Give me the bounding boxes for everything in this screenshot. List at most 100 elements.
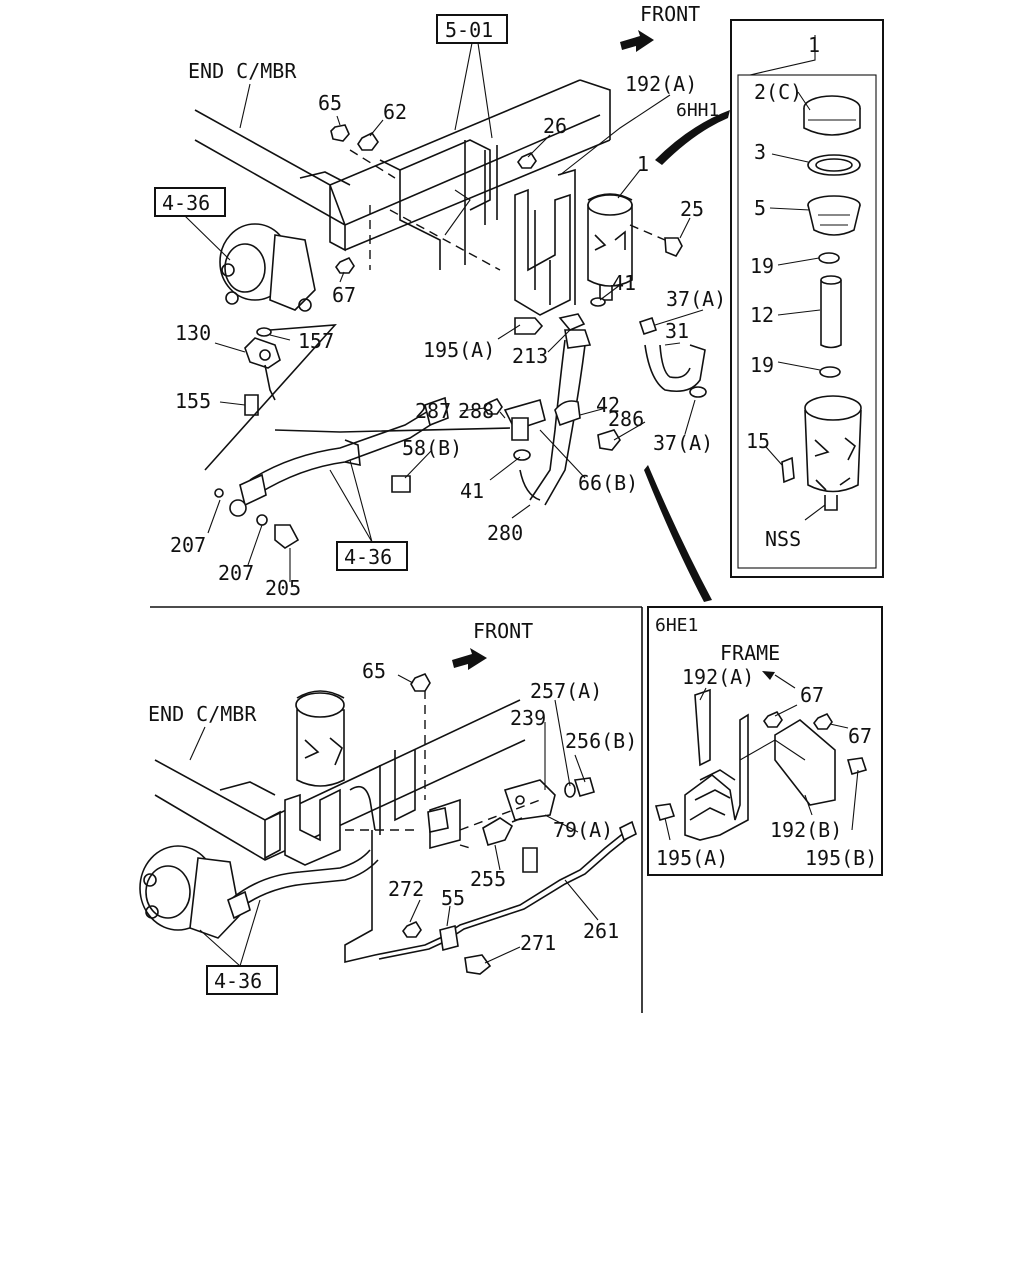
- return-hose-280: [529, 339, 586, 506]
- label-31: 31: [665, 319, 689, 343]
- label-155: 155: [175, 389, 211, 413]
- bottom-label-257a: 257(A): [530, 679, 602, 703]
- label-286: 286: [608, 407, 644, 431]
- end-member-label: END C/MBR: [188, 59, 297, 83]
- ref-box-4-36-upper-label: 4-36: [162, 191, 210, 215]
- flange-130: [244, 337, 281, 369]
- frame-member: [194, 79, 611, 252]
- clip-55: [439, 924, 459, 952]
- nut-256b-icon: [573, 777, 595, 797]
- detail-6hh1-panel: 6HH1 1 2(C) 3 5 19 12 19 15 NSS: [676, 19, 884, 578]
- bolt-205-icon: [274, 524, 300, 549]
- nut-272-icon: [402, 920, 422, 938]
- ref-box-4-36-upper[interactable]: [154, 187, 226, 217]
- front-label: FRONT: [640, 2, 700, 26]
- bottom-ref-box-4-36-label: 4-36: [214, 969, 262, 993]
- label-195a: 195(A): [423, 338, 495, 362]
- pressure-hose: [249, 409, 431, 481]
- bracket-192a: [514, 188, 571, 316]
- label-1: 1: [637, 152, 649, 176]
- nut-26-icon: [517, 151, 537, 169]
- label-26: 26: [543, 114, 567, 138]
- label-41-lower: 41: [460, 479, 484, 503]
- detail-label-5: 5: [754, 196, 766, 220]
- detail-label-19-lower: 19: [750, 353, 774, 377]
- front-arrow-icon: [620, 30, 654, 52]
- bracket-239: [503, 779, 556, 821]
- bottom-front-arrow-icon: [452, 648, 487, 670]
- detail-callout-arc-upper: [655, 110, 730, 165]
- label-207-left: 207: [170, 533, 206, 557]
- clamp-41-upper: [590, 297, 606, 307]
- ref-box-5-01-label: 5-01: [445, 18, 493, 42]
- bottom-end-member-label: END C/MBR: [148, 702, 257, 726]
- clamp-37a-lower: [689, 386, 707, 398]
- label-37a-lower: 37(A): [653, 431, 713, 455]
- top-assembly-view: FRONT 5-01 END C/MBR: [154, 2, 730, 602]
- bottom-label-65: 65: [362, 659, 386, 683]
- detail-label-3: 3: [754, 140, 766, 164]
- bolt-66b-icon: [511, 417, 529, 441]
- detail-label-12: 12: [750, 303, 774, 327]
- pressure-switch-255: [482, 817, 514, 846]
- label-157: 157: [298, 329, 334, 353]
- reservoir-tank: [587, 193, 633, 301]
- label-37a-upper: 37(A): [666, 287, 726, 311]
- label-192a: 192(A): [625, 72, 697, 96]
- detail-label-15: 15: [746, 429, 770, 453]
- bolt-58b-icon: [391, 475, 411, 493]
- detail-label-192a: 192(A): [682, 665, 754, 689]
- bottom-label-239: 239: [510, 706, 546, 730]
- bolt-195a-icon: [514, 317, 544, 335]
- label-66b: 66(B): [578, 471, 638, 495]
- label-62: 62: [383, 100, 407, 124]
- bottom-label-79a: 79(A): [553, 818, 613, 842]
- label-67: 67: [332, 283, 356, 307]
- detail-label-67-right: 67: [848, 724, 872, 748]
- washer-207a-icon: [214, 488, 224, 498]
- bottom-assembly-view: FRONT END C/MBR: [139, 619, 637, 995]
- clamp-41-lower: [513, 449, 531, 461]
- bottom-nut-65-icon: [410, 672, 431, 692]
- nut-62-icon: [357, 131, 379, 151]
- bottom-label-256b: 256(B): [565, 729, 637, 753]
- detail-nut-67-left: [763, 710, 783, 728]
- detail-label-195b: 195(B): [805, 846, 877, 870]
- bottom-reservoir-tank: [295, 690, 345, 787]
- label-288: 288: [458, 399, 494, 423]
- detail-6he1-panel: 6HE1 FRAME 192(A) 67 67 192(B) 195(A) 19…: [647, 606, 883, 876]
- label-280: 280: [487, 521, 523, 545]
- bolt-271-icon: [464, 954, 492, 975]
- bottom-label-272: 272: [388, 877, 424, 901]
- bolt-25-icon: [664, 237, 683, 257]
- bottom-bolt-79a-icon: [522, 847, 538, 873]
- bottom-label-261: 261: [583, 919, 619, 943]
- bottom-ref-box-4-36[interactable]: [206, 965, 278, 995]
- detail-6he1-title: 6HE1: [655, 615, 698, 636]
- bottom-power-steering-pump: [139, 845, 241, 939]
- detail-label-nss: NSS: [765, 527, 801, 551]
- detail-bolt-195a-icon: [654, 803, 676, 821]
- power-steering-pump: [219, 223, 316, 312]
- detail-bolt-195b-icon: [846, 757, 868, 775]
- bottom-label-271: 271: [520, 931, 556, 955]
- label-287: 287: [415, 399, 451, 423]
- detail-label-192b: 192(B): [770, 818, 842, 842]
- label-130: 130: [175, 321, 211, 345]
- detail-6hh1-title: 6HH1: [676, 100, 719, 121]
- label-58b: 58(B): [402, 436, 462, 460]
- washer-207b-icon: [256, 514, 268, 526]
- detail-label-67-left: 67: [800, 683, 824, 707]
- label-207-center: 207: [218, 561, 254, 585]
- bottom-label-255: 255: [470, 867, 506, 891]
- label-205: 205: [265, 576, 301, 600]
- o-ring-157: [256, 327, 272, 337]
- bolt-213-icon: [558, 313, 586, 331]
- detail-6he1-frame-label: FRAME: [720, 641, 780, 665]
- clamp-42: [554, 400, 581, 427]
- bolt-155-icon: [244, 394, 259, 416]
- label-42: 42: [596, 393, 620, 417]
- clamp-37a-upper: [638, 316, 658, 336]
- bottom-front-label: FRONT: [473, 619, 533, 643]
